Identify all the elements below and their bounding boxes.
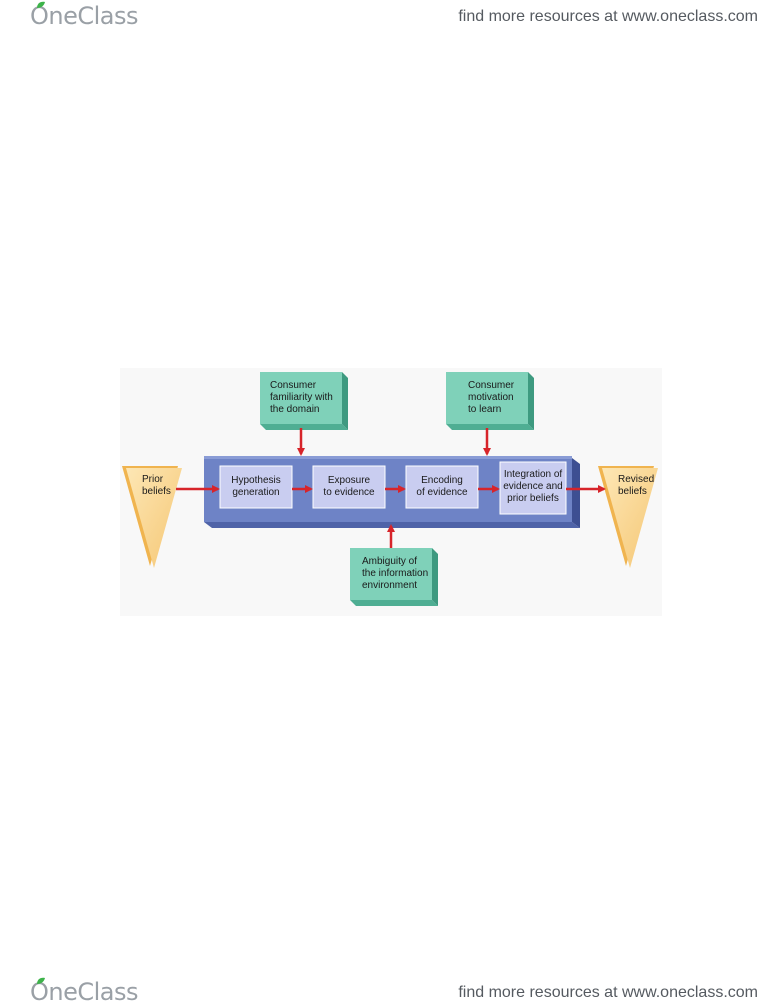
moderator-motivation-label: Consumer motivation to learn bbox=[468, 380, 515, 415]
revised-beliefs-label: Revised beliefs bbox=[618, 474, 655, 497]
revised-beliefs-shape bbox=[598, 466, 658, 568]
prior-beliefs-label: Prior beliefs bbox=[142, 474, 171, 497]
moderator-motivation-shape bbox=[446, 372, 534, 430]
leaf-icon bbox=[37, 1, 45, 8]
diagram-graphics bbox=[122, 372, 658, 606]
moderator-ambiguity-shape bbox=[350, 548, 438, 606]
footer-tagline[interactable]: find more resources at www.oneclass.com bbox=[458, 984, 758, 1001]
prior-beliefs-shape bbox=[122, 466, 182, 568]
leaf-icon bbox=[37, 977, 45, 984]
step-boxes bbox=[219, 461, 567, 515]
step-integration: Integration of evidence and prior belief… bbox=[503, 469, 563, 504]
moderator-familiarity-shape bbox=[260, 372, 348, 430]
oneclass-logo: OneClass bbox=[30, 1, 139, 30]
belief-updating-diagram: Prior beliefs Revised beliefs Hypothesis… bbox=[120, 368, 662, 616]
step-exposure-to-evidence: Exposure to evidence bbox=[323, 475, 375, 498]
footer-oneclass-logo: OneClass bbox=[30, 977, 139, 1006]
step-hypothesis-generation: Hypothesis generation bbox=[231, 475, 281, 498]
logo-text: OneClass bbox=[30, 2, 139, 30]
moderator-ambiguity-label: Ambiguity of the information environment bbox=[362, 556, 429, 591]
moderator-familiarity-label: Consumer familiarity with the domain bbox=[270, 380, 333, 415]
step-encoding-of-evidence: Encoding of evidence bbox=[416, 475, 468, 498]
logo-text: OneClass bbox=[30, 978, 139, 1006]
flow-arrows bbox=[176, 428, 606, 548]
header-tagline[interactable]: find more resources at www.oneclass.com bbox=[458, 8, 758, 25]
